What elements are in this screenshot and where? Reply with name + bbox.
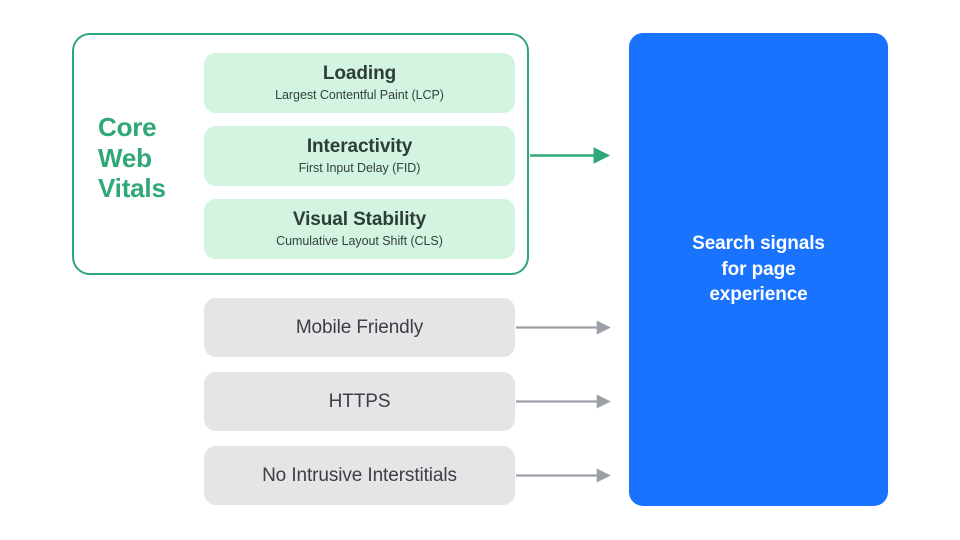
metric-title: Loading	[322, 63, 397, 85]
search-signals-panel[interactable]: Search signals for page experience	[629, 33, 888, 506]
core-web-vitals-label-line-2: Web	[98, 142, 152, 173]
signal-card-mobile-friendly[interactable]: Mobile Friendly	[204, 298, 515, 357]
core-web-vitals-label-line-3: Vitals	[98, 173, 166, 204]
metric-title: Visual Stability	[292, 209, 427, 231]
metric-card-loading[interactable]: Loading Largest Contentful Paint (LCP)	[204, 53, 515, 113]
signal-card-https[interactable]: HTTPS	[204, 372, 515, 431]
signal-title: Mobile Friendly	[295, 316, 424, 338]
metric-card-visual-stability[interactable]: Visual Stability Cumulative Layout Shift…	[204, 199, 515, 259]
signal-title: No Intrusive Interstitials	[262, 464, 457, 486]
signal-title: HTTPS	[328, 390, 391, 412]
core-web-vitals-group	[72, 33, 529, 275]
metric-subtitle: Cumulative Layout Shift (CLS)	[276, 233, 443, 248]
core-web-vitals-label-line-1: Core	[98, 112, 157, 142]
core-web-vitals-label: Core Web Vitals	[98, 112, 190, 204]
metric-title: Interactivity	[306, 136, 413, 158]
metric-subtitle: Largest Contentful Paint (LCP)	[275, 87, 444, 102]
metric-subtitle: First Input Delay (FID)	[298, 160, 421, 175]
metric-card-interactivity[interactable]: Interactivity First Input Delay (FID)	[204, 126, 515, 186]
signal-card-no-intrusive-interstitials[interactable]: No Intrusive Interstitials	[204, 446, 515, 505]
search-signals-panel-text: Search signals for page experience	[692, 233, 825, 306]
